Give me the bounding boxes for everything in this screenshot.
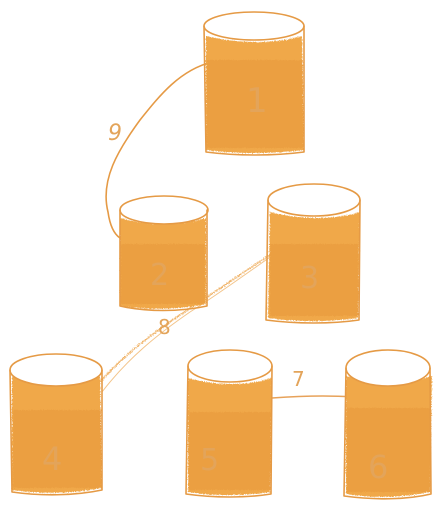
node-2-label: 2	[150, 258, 169, 293]
node-6: 6	[344, 350, 432, 499]
node-5-label: 5	[200, 443, 219, 478]
node-3: 3	[266, 184, 360, 323]
node-4: 4	[10, 354, 102, 495]
node-3-label: 3	[300, 261, 319, 296]
node-1-top	[204, 12, 304, 40]
node-6-label: 6	[368, 448, 388, 486]
node-1: 1	[204, 12, 304, 155]
node-2-top	[120, 196, 208, 224]
node-5-top	[188, 350, 272, 382]
edge-5-6: 7	[272, 367, 352, 398]
edge-label-8: 8	[158, 315, 171, 339]
edge-label-7: 7	[292, 367, 305, 391]
node-3-top	[268, 184, 360, 216]
node-2: 2	[120, 196, 208, 311]
node-6-top	[346, 350, 430, 386]
edge-label-9: 9	[108, 121, 122, 146]
node-4-label: 4	[42, 440, 62, 478]
node-5: 5	[186, 350, 272, 497]
node-4-top	[10, 354, 102, 386]
node-1-label: 1	[246, 81, 268, 121]
